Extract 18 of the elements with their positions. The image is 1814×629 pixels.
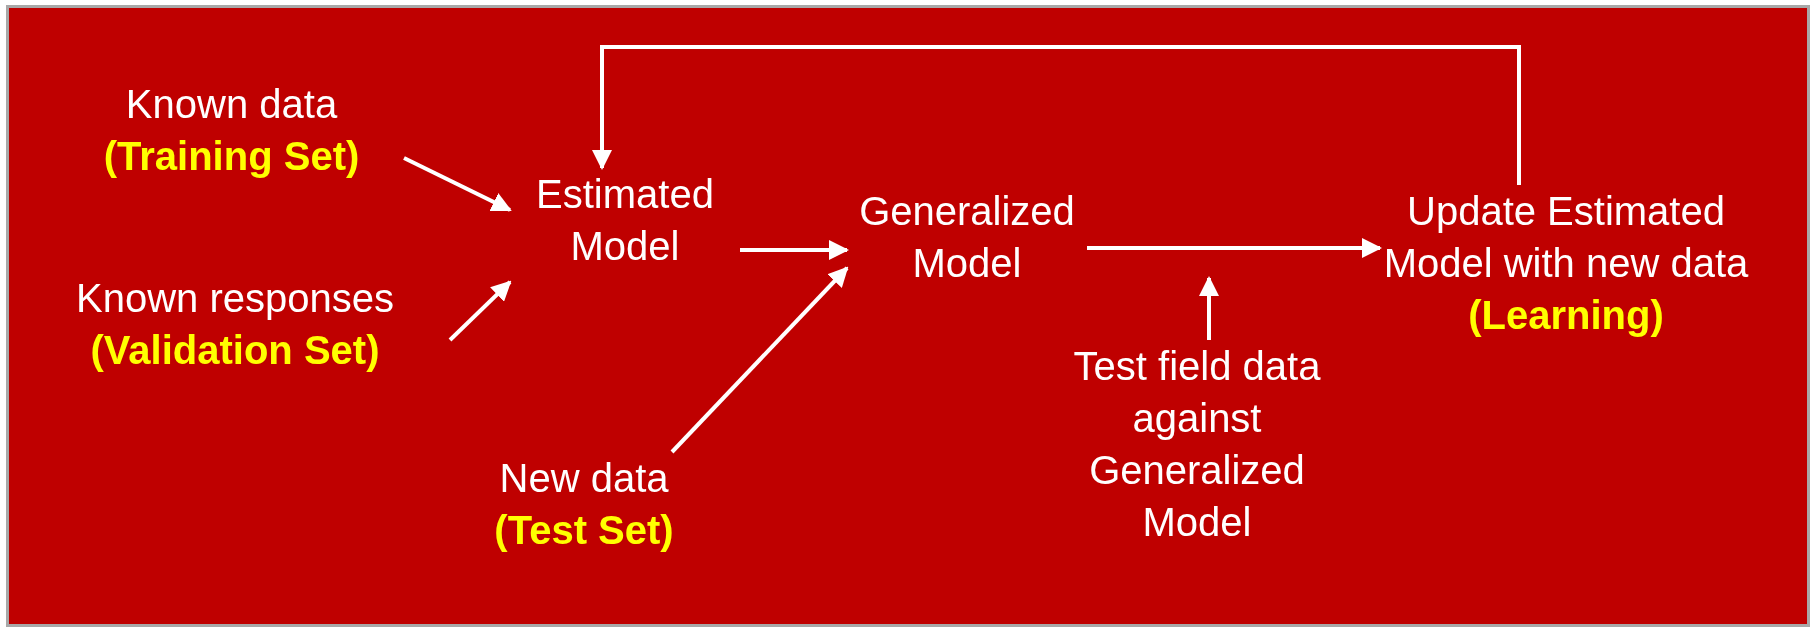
arrow — [670, 266, 849, 454]
step-label: Estimated Model — [535, 171, 715, 270]
step-label: Generalized Model — [858, 188, 1076, 287]
step-label: Known data — [124, 81, 339, 128]
step-label: Test field data against Generalized Model — [1072, 343, 1322, 546]
step-label: New data — [498, 455, 670, 502]
arrow — [403, 156, 512, 212]
arrow — [740, 240, 849, 260]
arrow — [1087, 238, 1382, 258]
arrow — [1199, 276, 1219, 340]
step-label: Update Estimated Model with new data — [1383, 189, 1749, 285]
set-label: (Learning) — [1468, 293, 1664, 337]
set-label: (Test Set) — [493, 507, 675, 554]
arrow — [592, 45, 1521, 185]
set-label: (Validation Set) — [89, 327, 381, 374]
set-label: (Training Set) — [102, 133, 361, 180]
step-label: Known responses — [75, 275, 395, 322]
arrow — [448, 280, 512, 342]
